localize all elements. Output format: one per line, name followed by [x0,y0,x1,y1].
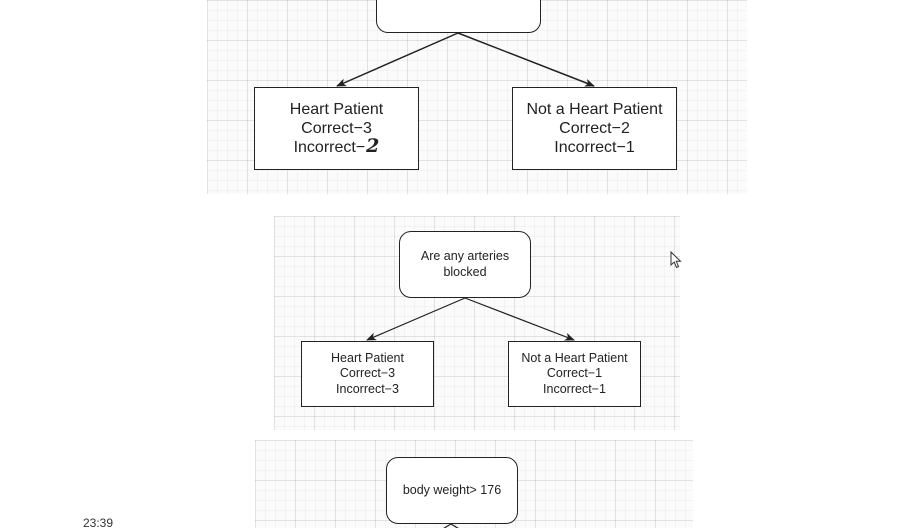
decision-node-body-weight: body weight> 176 [386,457,518,524]
leaf-incorrect: Incorrect−1 [543,381,606,396]
leaf-title: Heart Patient [331,350,404,365]
leaf-incorrect-row: Incorrect−2 [293,135,380,158]
leaf-not-heart-patient-1: Not a Heart Patient Correct−2 Incorrect−… [512,87,677,170]
leaf-correct: Correct−3 [339,366,396,381]
leaf-title: Not a Heart Patient [521,350,628,365]
decision-text-line-2: blocked [443,264,487,279]
leaf-correct: Correct−3 [301,119,372,137]
leaf-incorrect: Incorrect− [293,139,366,157]
video-timestamp: 23:39 [83,516,114,528]
mouse-cursor-icon [670,251,682,269]
decision-text: body weight> 176 [402,482,502,497]
decision-node-root-1 [376,0,541,33]
leaf-correct: Correct−1 [546,366,603,381]
leaf-title: Not a Heart Patient [526,100,663,118]
leaf-heart-patient-1: Heart Patient Correct−3 Incorrect−2 [254,87,419,170]
leaf-incorrect: Incorrect−1 [554,139,635,157]
decision-text-line-1: Are any arteries [420,248,510,263]
leaf-title: Heart Patient [289,100,384,118]
decision-node-arteries-blocked: Are any arteries blocked [399,231,531,298]
leaf-heart-patient-2: Heart Patient Correct−3 Incorrect−3 [301,341,434,407]
leaf-incorrect: Incorrect−3 [336,381,399,396]
handwritten-annotation: 2 [366,135,380,158]
leaf-not-heart-patient-2: Not a Heart Patient Correct−1 Incorrect−… [508,341,641,407]
leaf-correct: Correct−2 [559,119,630,137]
